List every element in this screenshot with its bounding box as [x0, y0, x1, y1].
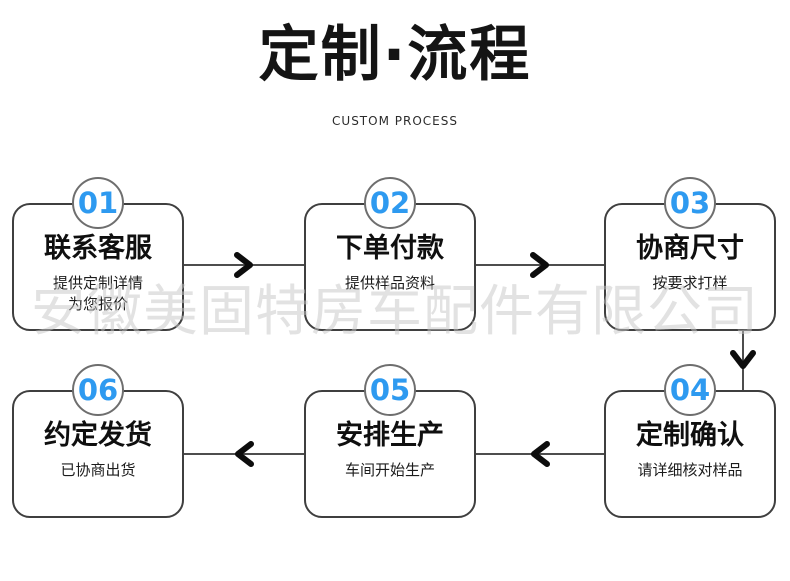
step-3-desc-line-1: 按要求打样	[652, 274, 728, 293]
step-card-2: 02 下单付款 提供样品资料	[304, 177, 476, 331]
step-4-number-badge: 04	[664, 364, 716, 416]
step-3-desc: 按要求打样	[652, 273, 727, 294]
step-5-number-badge: 05	[364, 364, 416, 416]
step-1-desc: 提供定制详情 为您报价	[53, 273, 143, 315]
step-5-desc: 车间开始生产	[345, 460, 435, 481]
step-2-desc-line-1: 提供样品资料	[344, 274, 435, 293]
step-4-title: 定制确认	[636, 420, 744, 451]
step-card-4: 04 定制确认 请详细核对样品	[604, 364, 776, 518]
step-card-5: 05 安排生产 车间开始生产	[304, 364, 476, 518]
step-2-desc: 提供样品资料	[345, 273, 435, 294]
step-3-title: 协商尺寸	[636, 233, 744, 264]
step-card-1: 01 联系客服 提供定制详情 为您报价	[12, 177, 184, 331]
step-6-number: 06	[77, 372, 119, 407]
step-1-title: 联系客服	[44, 233, 152, 264]
step-card-6: 06 约定发货 已协商出货	[12, 364, 184, 518]
step-4-desc: 请详细核对样品	[637, 460, 742, 481]
step-6-desc: 已协商出货	[60, 460, 135, 481]
arrow-step5-to-step6	[184, 441, 304, 467]
step-4-desc-line-1: 请详细核对样品	[637, 461, 743, 480]
step-6-number-badge: 06	[72, 364, 124, 416]
arrow-step3-to-step4	[730, 330, 756, 390]
arrow-step1-to-step2	[184, 252, 304, 278]
step-1-number: 01	[77, 185, 119, 220]
page-subtitle: CUSTOM PROCESS	[332, 114, 458, 128]
step-6-desc-line-1: 已协商出货	[60, 461, 136, 480]
step-card-3: 03 协商尺寸 按要求打样	[604, 177, 776, 331]
step-6-title: 约定发货	[44, 420, 152, 451]
arrow-step4-to-step5	[476, 441, 604, 467]
page-title: 定制·流程	[258, 20, 532, 90]
step-2-title: 下单付款	[336, 233, 444, 264]
step-1-desc-line-1: 提供定制详情	[52, 274, 143, 293]
step-1-desc-line-2: 为您报价	[67, 295, 128, 314]
arrow-step2-to-step3	[476, 252, 604, 278]
step-3-number-badge: 03	[664, 177, 716, 229]
step-5-number: 05	[369, 372, 411, 407]
step-3-number: 03	[669, 185, 711, 220]
step-1-number-badge: 01	[72, 177, 124, 229]
step-5-title: 安排生产	[336, 420, 444, 451]
step-4-number: 04	[669, 372, 711, 407]
step-2-number: 02	[369, 185, 411, 220]
step-5-desc-line-1: 车间开始生产	[344, 461, 435, 480]
step-2-number-badge: 02	[364, 177, 416, 229]
